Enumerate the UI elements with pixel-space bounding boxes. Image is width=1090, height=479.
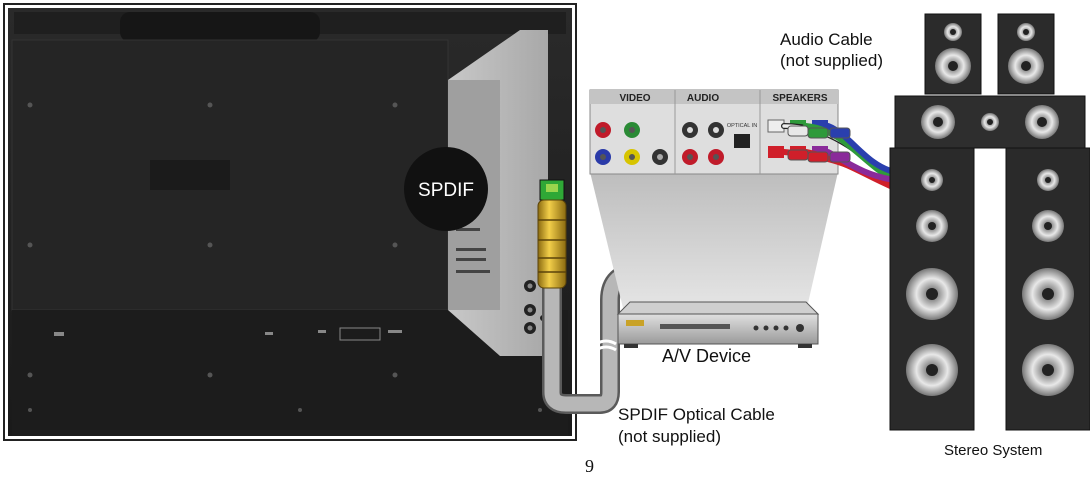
audio-cable-label-line1: Audio Cable [780, 30, 873, 49]
zoom-callout [590, 172, 838, 312]
panel-video-heading: VIDEO [619, 93, 650, 104]
panel-optical-in-label: OPTICAL IN [727, 123, 757, 129]
av-device-label: A/V Device [662, 346, 752, 366]
audio-cable-label-line2: (not supplied) [780, 51, 884, 70]
tv-back: SPDIF [3, 3, 577, 441]
stereo-system-label: Stereo System [944, 442, 1043, 459]
stereo-system [889, 13, 1090, 431]
panel-audio-heading: AUDIO [687, 93, 719, 104]
av-device [616, 301, 820, 348]
optical-cable-label-bold: SPDIF [618, 405, 669, 424]
optical-cable-label-rest: Optical Cable [668, 405, 775, 424]
audio-cable-label: Audio Cable (not supplied) [780, 29, 883, 71]
optical-cable-label-line2: (not supplied) [618, 427, 722, 446]
optical-cable-label: SPDIF Optical Cable (not supplied) [618, 404, 775, 448]
page-number: 9 [585, 456, 594, 476]
panel-speakers-heading: SPEAKERS [772, 93, 827, 104]
spdif-badge-label: SPDIF [418, 180, 474, 201]
